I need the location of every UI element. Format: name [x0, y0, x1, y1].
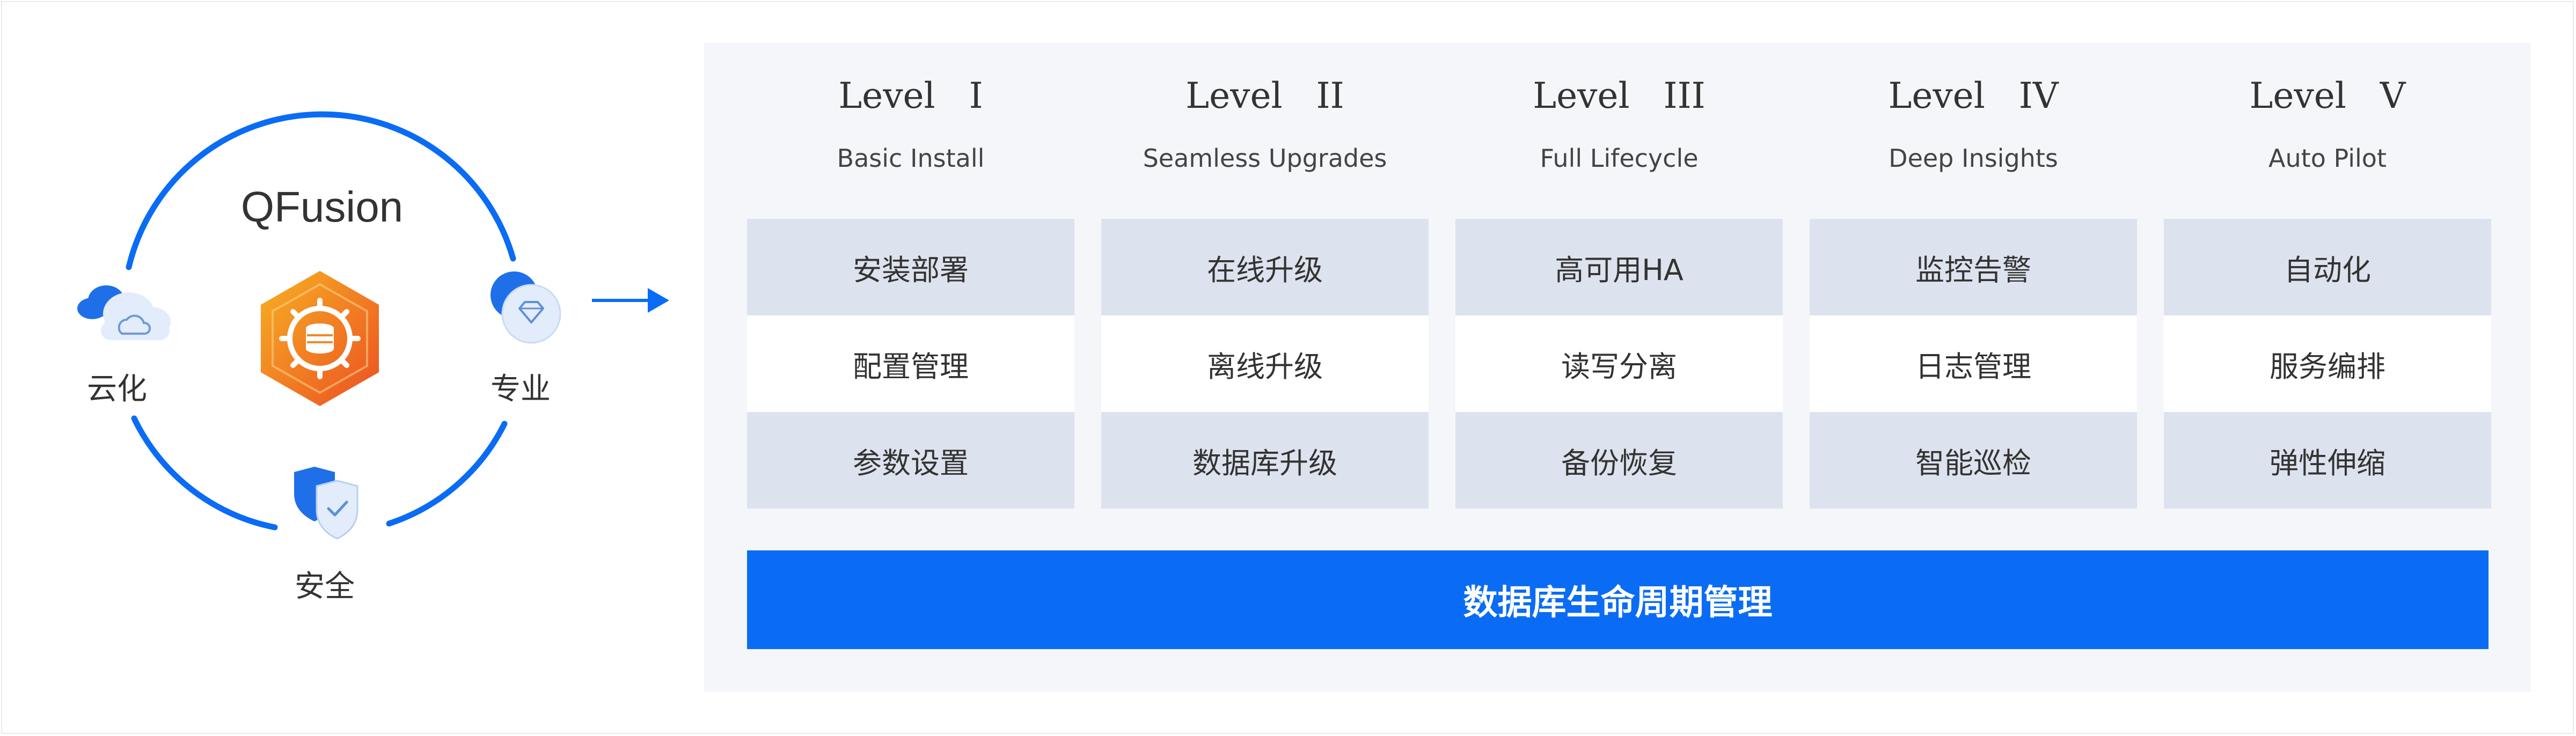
security-label: 安全: [295, 569, 355, 604]
level-subtitle: Seamless Upgrades: [1143, 144, 1387, 173]
level-item: 备份恢复: [1455, 412, 1783, 509]
level-item: 读写分离: [1455, 315, 1783, 412]
level-title: Level II: [1185, 75, 1344, 116]
professional-label: 专业: [491, 372, 551, 407]
level-title: Level III: [1533, 75, 1706, 116]
level-item: 日志管理: [1810, 315, 2137, 412]
level-item: 参数设置: [747, 412, 1074, 509]
arrow-right-icon: [592, 288, 669, 313]
ring-arc-bottom-left: [131, 415, 278, 531]
shield-icon: [294, 467, 358, 540]
qfusion-diagram: QFusion 云化 专业 安全: [0, 0, 698, 736]
qfusion-logo-icon: [261, 271, 379, 406]
level-subtitle: Full Lifecycle: [1540, 144, 1699, 173]
level-item: 监控告警: [1810, 219, 2137, 315]
level-item: 离线升级: [1101, 315, 1429, 412]
capability-levels-panel: Level I Basic Install 安装部署 配置管理 参数设置 Lev…: [704, 43, 2531, 692]
level-item: 安装部署: [747, 219, 1074, 315]
brand-title: QFusion: [240, 183, 404, 231]
level-item: 服务编排: [2164, 315, 2491, 412]
level-item: 弹性伸缩: [2164, 412, 2491, 509]
level-title: Level V: [2249, 75, 2406, 116]
level-item: 数据库升级: [1101, 412, 1429, 509]
level-item: 高可用HA: [1455, 219, 1783, 315]
cloud-label: 云化: [87, 372, 147, 407]
diamond-icon: [491, 271, 561, 344]
level-item: 在线升级: [1101, 219, 1429, 315]
ring-arc-bottom-right: [386, 421, 508, 527]
level-title: Level IV: [1888, 75, 2059, 116]
ring-graphic: [77, 111, 561, 540]
level-subtitle: Auto Pilot: [2268, 144, 2387, 173]
level-item: 智能巡检: [1810, 412, 2137, 509]
lifecycle-management-bar: 数据库生命周期管理: [747, 550, 2489, 649]
level-item: 配置管理: [747, 315, 1074, 412]
level-title: Level I: [838, 75, 983, 116]
level-subtitle: Basic Install: [837, 144, 985, 173]
ring-arc-top: [126, 111, 516, 270]
cloud-icon: [77, 285, 171, 340]
level-subtitle: Deep Insights: [1889, 144, 2058, 173]
level-item: 自动化: [2164, 219, 2491, 315]
